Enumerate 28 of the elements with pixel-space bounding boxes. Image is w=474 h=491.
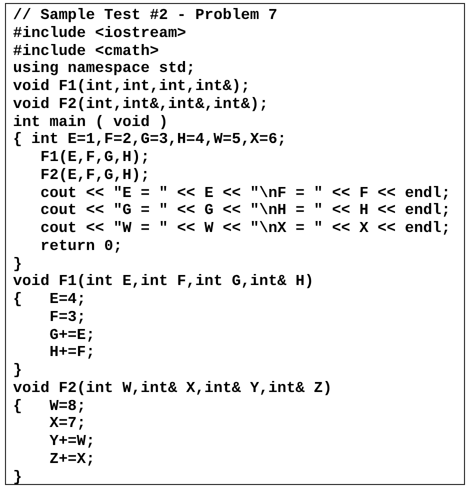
code-line: { W=8; xyxy=(13,398,86,416)
code-line: cout << "E = " << E << "\nF = " << F << endl; xyxy=(39,184,450,202)
code-line: void F1(int E,int F,int G,int& H) xyxy=(13,273,314,291)
code-line: } xyxy=(13,256,22,274)
code-line: cout << "G = " << G << "\nH = " << H << endl; xyxy=(39,202,450,220)
code-line: cout << "W = " << W << "\nX = " << X << endl; xyxy=(39,220,450,238)
code-line: return 0; xyxy=(39,238,122,256)
code-line: #include <iostream> xyxy=(13,24,186,42)
code-line: G+=E; xyxy=(48,326,96,344)
code-line: // Sample Test #2 - Problem 7 xyxy=(13,7,278,25)
code-line: using namespace std; xyxy=(13,60,196,78)
code-line: { E=4; xyxy=(13,291,86,309)
code-line: } xyxy=(13,468,22,486)
code-line: F1(E,F,G,H); xyxy=(39,149,150,167)
code-line: F2(E,F,G,H); xyxy=(39,166,150,184)
code-line: void F1(int,int,int,int&); xyxy=(13,78,250,96)
code-line: } xyxy=(13,362,22,380)
code-line: H+=F; xyxy=(48,344,96,362)
code-line: void F2(int,int&,int&,int&); xyxy=(13,96,268,114)
code-line: int main ( void ) xyxy=(13,114,168,132)
code-line: { int E=1,F=2,G=3,H=4,W=5,X=6; xyxy=(13,131,286,149)
code-line: void F2(int W,int& X,int& Y,int& Z) xyxy=(13,380,332,398)
code-line: Z+=X; xyxy=(48,450,96,468)
code-line: F=3; xyxy=(48,308,86,326)
code-line: #include <cmath> xyxy=(13,42,159,60)
code-line: X=7; xyxy=(48,415,86,433)
code-panel xyxy=(5,3,465,485)
code-line: Y+=W; xyxy=(48,433,96,451)
